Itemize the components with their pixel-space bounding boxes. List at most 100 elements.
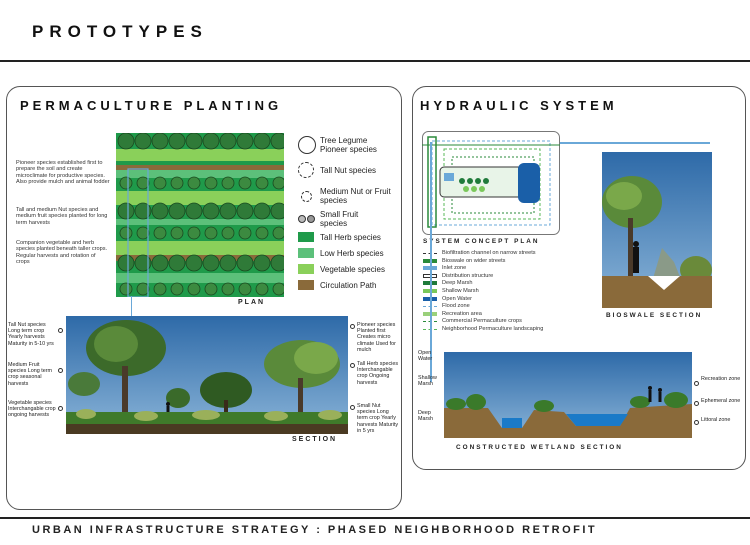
title-divider [0,60,750,62]
plan-tree [202,133,220,150]
callout-vegetable: Vegetable species Interchangable crop on… [8,400,56,419]
legend-low-herb: Low Herb species [298,248,384,258]
plan-tree [170,282,184,296]
plan-tree [202,202,220,220]
medium-nut-icon [301,190,312,202]
callout-dot-left-2 [58,368,63,373]
wetland-ephemeral-zone: Ephemeral zone [701,398,741,404]
plan-tree [117,254,135,272]
low-herb-swatch [298,248,314,258]
plan-tree [270,133,284,150]
plan-tree [204,226,218,240]
plan-tree [253,202,271,220]
plan-tree [134,254,152,272]
plan-tree [238,226,252,240]
plan-tree [255,226,269,240]
plan-tree [134,133,152,150]
hydraulic-legend-item: Bioswale on wider streets [423,258,505,264]
plan-leader [131,296,132,316]
hydraulic-legend-label: Neighborhood Permaculture landscaping [442,326,544,332]
callout-dot-right-3 [350,405,355,410]
legend-tall-herb: Tall Herb species [298,232,381,242]
plan-tree [253,133,271,150]
plan-tree [187,282,201,296]
hydraulic-legend-label: Commercial Permaculture crops [442,318,522,325]
plan-tree [151,202,169,220]
callout-small-nut: Small Nut species Long term crop Yearly … [357,403,399,434]
legend-medium-nut: Medium Nut or Fruit species [298,187,396,205]
plan-tree [134,202,152,220]
plan-label: PLAN [238,299,266,306]
wetland-label: CONSTRUCTED WETLAND SECTION [456,444,623,451]
plan-tree [168,133,186,150]
plan-tree [202,254,220,272]
plan-tree [185,202,203,220]
plan-tree [255,176,269,190]
wetland-connector [430,142,432,382]
wetland-dot-ephemeral [694,401,699,406]
wetland-open-water: Open Water [418,350,433,363]
plan-tree [272,282,284,296]
legend-tree-legume: Tree Legume Pioneer species [298,136,396,154]
plan-tree [272,226,284,240]
plan-tree [153,176,167,190]
hydraulic-legend-label: Biofiltration channel on narrow streets [442,250,536,256]
hydraulic-legend-label: Flood zone [442,303,470,310]
plan-tree [153,226,167,240]
callout-dot-right-2 [350,363,355,368]
plan-tree [170,226,184,240]
vegetable-swatch [298,264,314,274]
bioswale-section [602,152,712,308]
callout-dot-left-3 [58,406,63,411]
plan-tree [170,176,184,190]
small-fruit-icon-2 [307,215,315,223]
plan-tree [136,176,150,190]
plan-tree [151,133,169,150]
plan-tree [151,254,169,272]
plan-tree [185,133,203,150]
wetland-dot-littoral [694,420,699,425]
plan-tree [185,254,203,272]
planting-legend: Tree Legume Pioneer species Tall Nut spe… [298,136,398,296]
permaculture-title: PERMACULTURE PLANTING [20,98,283,113]
hydraulic-legend-item: Neighborhood Permaculture landscaping [423,326,543,332]
planting-section [66,316,348,434]
legend-small-fruit: Small Fruit species [298,210,370,228]
plan-tree [238,282,252,296]
hydraulic-legend-item: Recreation area [423,311,482,317]
plan-tree [117,133,135,150]
plan-tree [238,176,252,190]
plan-tree [119,282,133,296]
callout-tall-nut: Tall Nut species Long term crop Yearly h… [8,322,54,347]
hydraulic-panel [412,86,746,470]
footer-divider [0,517,750,519]
small-fruit-icon [298,215,306,223]
planting-plan [116,133,284,297]
plan-tree [119,226,133,240]
wetland-dot-recreation [694,381,699,386]
bioswale-connector [560,142,710,144]
tree-legume-icon [298,136,316,154]
hydraulic-legend-item: Commercial Permaculture crops [423,318,522,324]
plan-tree [219,254,237,272]
callout-medium-fruit: Medium Fruit species Long term crop seas… [8,362,53,387]
plan-tree [255,282,269,296]
callout-dot-right-1 [350,324,355,329]
callout-dot-left-1 [58,328,63,333]
permaculture-note-1: Pioneer species established first to pre… [16,160,110,186]
hydraulic-legend-item: Biofiltration channel on narrow streets [423,250,536,256]
hydraulic-legend-label: Deep Marsh [442,280,473,287]
footer-title: URBAN INFRASTRUCTURE STRATEGY : PHASED N… [32,524,598,536]
section-label: SECTION [292,436,338,443]
permaculture-panel [6,86,402,510]
plan-tree [168,254,186,272]
plan-tree [236,133,254,150]
callout-pioneer: Pioneer species Planted first Creates mi… [357,322,396,353]
plan-tree [236,202,254,220]
concept-plan-label: SYSTEM CONCEPT PLAN [423,238,540,245]
tall-nut-icon [298,162,314,178]
bioswale-label: BIOSWALE SECTION [606,312,703,319]
system-concept-plan [422,131,560,235]
plan-tree [219,202,237,220]
